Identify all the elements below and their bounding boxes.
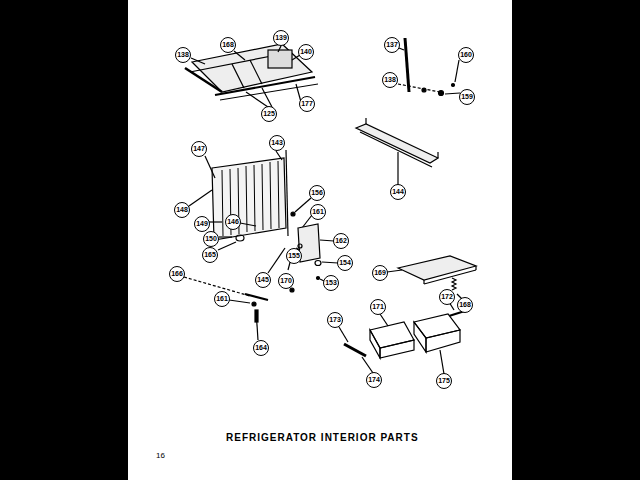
callout-number: 146 <box>225 214 241 230</box>
callout-number: 154 <box>337 255 353 271</box>
callout-number: 138 <box>175 47 191 63</box>
callout-number: 160 <box>458 47 474 63</box>
callout-number: 166 <box>169 266 185 282</box>
callout-number: 150 <box>203 231 219 247</box>
callout-number: 161 <box>214 291 230 307</box>
callout-number: 171 <box>370 299 386 315</box>
callout-number: 143 <box>269 135 285 151</box>
callout-number: 138 <box>382 72 398 88</box>
callout-number: 156 <box>309 185 325 201</box>
callout-number: 174 <box>366 372 382 388</box>
callout-number: 165 <box>202 247 218 263</box>
callout-number: 172 <box>439 289 455 305</box>
page-number: 16 <box>156 451 165 460</box>
callout-number: 175 <box>436 373 452 389</box>
callout-number: 161 <box>310 204 326 220</box>
callout-number: 144 <box>390 184 406 200</box>
callout-number: 147 <box>191 141 207 157</box>
callout-number: 125 <box>261 106 277 122</box>
callout-number: 170 <box>278 273 294 289</box>
callout-number: 159 <box>459 89 475 105</box>
callout-number: 140 <box>298 44 314 60</box>
diagram-title: REFRIGERATOR INTERIOR PARTS <box>226 432 419 443</box>
callout-number: 153 <box>323 275 339 291</box>
callout-number: 177 <box>299 96 315 112</box>
callout-number: 164 <box>253 340 269 356</box>
callout-number: 162 <box>333 233 349 249</box>
callout-number: 168 <box>457 297 473 313</box>
callout-number: 155 <box>286 248 302 264</box>
callout-number: 145 <box>255 272 271 288</box>
callout-number: 148 <box>174 202 190 218</box>
callout-number: 149 <box>194 216 210 232</box>
callout-number: 173 <box>327 312 343 328</box>
callout-number: 137 <box>384 37 400 53</box>
callout-number: 168 <box>220 37 236 53</box>
callout-number: 169 <box>372 265 388 281</box>
callout-number: 139 <box>273 30 289 46</box>
